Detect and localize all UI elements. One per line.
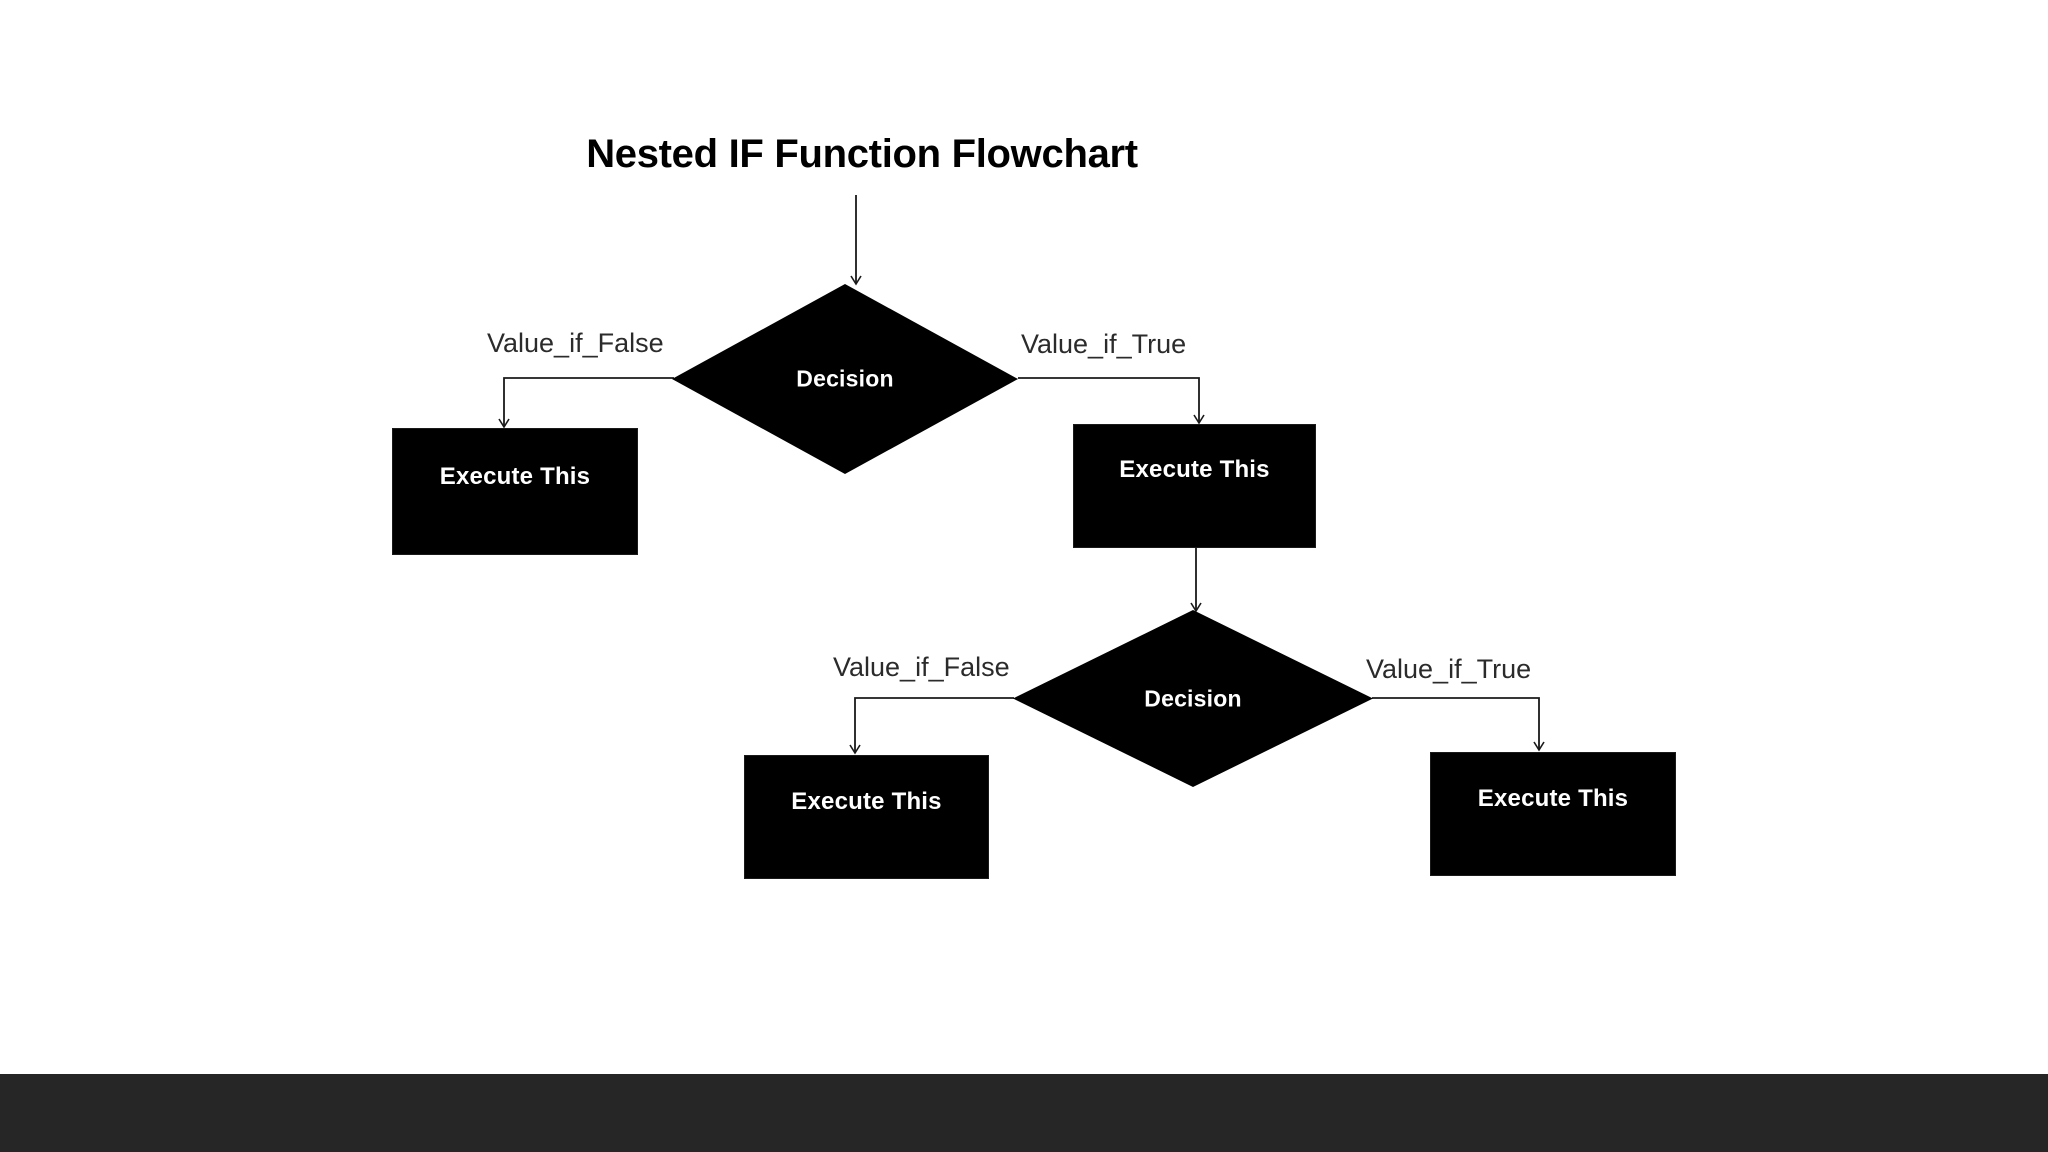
edge-label-decision1-false: Value_if_False: [487, 328, 664, 358]
process-node-execute-true-1-label: Execute This: [1119, 456, 1270, 483]
edge-decision1-true: [1018, 377, 1205, 425]
process-node-execute-false-2-label: Execute This: [791, 788, 942, 815]
edge-label-decision1-true: Value_if_True: [1021, 329, 1187, 359]
bottom-band: [0, 1074, 2048, 1152]
decision-node-2[interactable]: Decision: [1013, 610, 1373, 787]
page-title: Nested IF Function Flowchart: [586, 132, 1138, 176]
edge-decision1-false: [498, 377, 674, 429]
decision-node-1[interactable]: Decision: [672, 284, 1018, 474]
edge-decision2-false: [849, 697, 1014, 755]
process-node-execute-true-1[interactable]: Execute This: [1073, 424, 1316, 548]
edge-label-decision2-false: Value_if_False: [833, 652, 1010, 682]
process-node-execute-false-1-label: Execute This: [439, 463, 591, 490]
edge-decision2-true: [1372, 697, 1545, 752]
decision-node-1-label: Decision: [796, 365, 894, 392]
decision-node-2-label: Decision: [1144, 685, 1242, 711]
process-node-execute-true-2-label: Execute This: [1477, 785, 1629, 812]
process-node-execute-false-2[interactable]: Execute This: [744, 755, 989, 879]
process-node-execute-true-2[interactable]: Execute This: [1430, 752, 1676, 876]
edge-label-decision2-true: Value_if_True: [1366, 654, 1532, 684]
process-node-execute-false-1[interactable]: Execute This: [392, 428, 638, 555]
